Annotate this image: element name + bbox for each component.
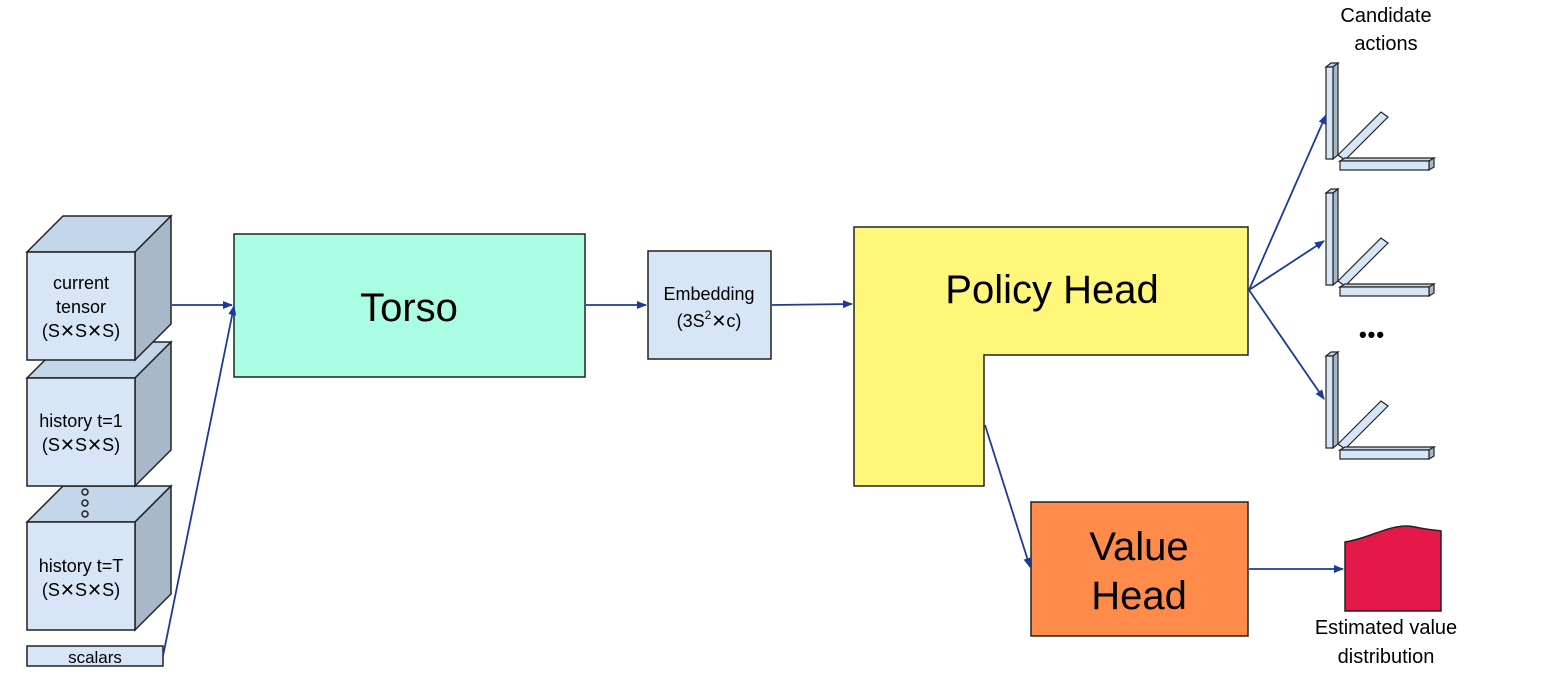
arrow-policy-to-action-2 <box>1248 240 1325 291</box>
value-head-label-line2: Head <box>1091 574 1187 618</box>
embedding-label: Embedding <box>663 284 754 304</box>
current-tensor-shape-label: (S✕S✕S) <box>42 321 120 341</box>
candidate-action-icon <box>1324 350 1437 461</box>
embedding-block: Embedding (3S2✕c) <box>647 250 772 360</box>
value-head-block: Value Head <box>1030 501 1249 637</box>
current-tensor-label-line2: tensor <box>56 297 106 317</box>
torso-label: Torso <box>360 286 458 330</box>
history-ellipsis-icon <box>81 488 89 518</box>
arrow-scalars-to-torso <box>162 305 237 657</box>
candidate-actions-label-line2: actions <box>1354 33 1417 55</box>
cube-history-t-T: history t=T (S✕S✕S) <box>25 484 173 632</box>
value-distribution-shape <box>1344 525 1442 612</box>
cube-current-tensor: current tensor (S✕S✕S) <box>25 214 173 362</box>
scalars-label: scalars <box>68 648 122 667</box>
value-distribution-label-line2: distribution <box>1338 646 1435 668</box>
embedding-shape-label: (3S2✕c) <box>677 308 742 331</box>
arrow-embedding-to-policy <box>771 300 853 309</box>
history-t-T-shape-label: (S✕S✕S) <box>42 580 120 600</box>
history-t-1-shape-label: (S✕S✕S) <box>42 435 120 455</box>
scalars-box: scalars <box>26 645 164 667</box>
candidate-actions-label-line1: Candidate <box>1340 5 1431 27</box>
current-tensor-label-line1: current <box>53 273 109 293</box>
candidate-action-icon <box>1324 187 1437 298</box>
policy-head-block: Policy Head <box>853 226 1249 487</box>
candidate-actions-ellipsis: ••• <box>1359 322 1385 347</box>
cube-history-t-1: history t=1 (S✕S✕S) <box>25 340 173 488</box>
torso-block: Torso <box>233 233 586 378</box>
policy-head-label: Policy Head <box>945 268 1158 312</box>
value-distribution-label-line1: Estimated value <box>1315 617 1457 639</box>
arrow-policy-to-action-1 <box>1248 114 1327 291</box>
history-t-T-label: history t=T <box>39 556 124 576</box>
candidate-action-icon <box>1324 61 1437 172</box>
value-head-label-line1: Value <box>1089 525 1188 569</box>
arrow-policy-to-value <box>984 424 1032 568</box>
arrow-policy-to-action-3 <box>1248 289 1325 400</box>
history-t-1-label: history t=1 <box>39 411 123 431</box>
